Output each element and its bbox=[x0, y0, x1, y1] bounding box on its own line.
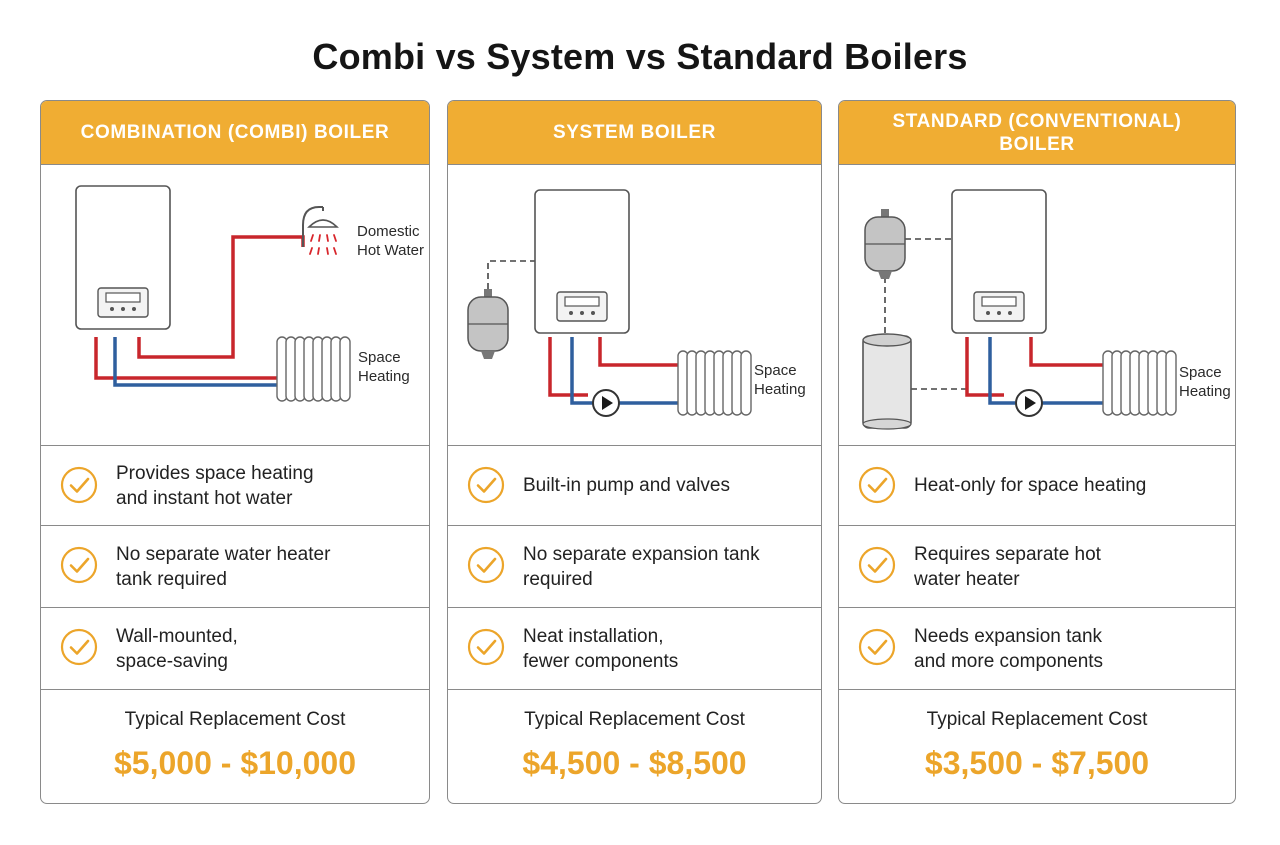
cost-value: $4,500 - $8,500 bbox=[522, 745, 747, 781]
system-diagram: Space Heating bbox=[448, 165, 821, 446]
cost-value: $3,500 - $7,500 bbox=[924, 745, 1150, 781]
pump-icon bbox=[592, 389, 620, 417]
feature-text: Provides space heating and instant hot w… bbox=[116, 462, 314, 509]
expansion-tank-icon bbox=[864, 208, 906, 280]
system-boiler-card: SYSTEM BOILER Space Heating Built-in pum… bbox=[447, 100, 822, 804]
space-heating-label: Space Heating bbox=[358, 349, 410, 385]
feature-text: Requires separate hot water heater bbox=[914, 543, 1101, 590]
card-header: STANDARD (CONVENTIONAL) BOILER bbox=[839, 101, 1235, 165]
domestic-hot-water-label: Domestic Hot Water bbox=[357, 223, 424, 259]
check-icon bbox=[858, 628, 896, 666]
feature-item: Heat-only for space heating bbox=[839, 446, 1235, 526]
check-icon bbox=[60, 628, 98, 666]
cost-label: Typical Replacement Cost bbox=[524, 709, 745, 730]
feature-item: No separate expansion tank required bbox=[448, 526, 821, 608]
card-header-title: STANDARD (CONVENTIONAL) BOILER bbox=[892, 110, 1182, 155]
page-title: Combi vs System vs Standard Boilers bbox=[312, 36, 968, 77]
feature-text: Built-in pump and valves bbox=[523, 475, 730, 496]
expansion-tank-icon bbox=[467, 288, 509, 360]
check-icon bbox=[467, 546, 505, 584]
feature-item: Built-in pump and valves bbox=[448, 446, 821, 526]
feature-text: Neat installation, fewer components bbox=[523, 625, 679, 672]
space-heating-label: Space Heating bbox=[1179, 364, 1231, 400]
check-icon bbox=[858, 466, 896, 504]
feature-item: Needs expansion tank and more components bbox=[839, 608, 1235, 690]
radiator-icon bbox=[1102, 350, 1177, 416]
shower-icon bbox=[302, 206, 339, 255]
card-header: SYSTEM BOILER bbox=[448, 101, 821, 165]
boiler-icon bbox=[951, 189, 1047, 334]
feature-item: Requires separate hot water heater bbox=[839, 526, 1235, 608]
check-icon bbox=[60, 546, 98, 584]
feature-text: Heat-only for space heating bbox=[914, 475, 1147, 496]
boiler-icon bbox=[75, 185, 171, 330]
feature-text: Wall-mounted, space-saving bbox=[116, 625, 238, 672]
card-header-title: SYSTEM BOILER bbox=[553, 122, 716, 143]
feature-text: Needs expansion tank and more components bbox=[914, 625, 1104, 672]
pump-icon bbox=[1015, 389, 1043, 417]
check-icon bbox=[467, 628, 505, 666]
standard-boiler-card: STANDARD (CONVENTIONAL) BOILER Space Hea… bbox=[838, 100, 1236, 804]
feature-item: Neat installation, fewer components bbox=[448, 608, 821, 690]
boiler-icon bbox=[534, 189, 630, 334]
cost-label: Typical Replacement Cost bbox=[124, 709, 346, 730]
card-header: COMBINATION (COMBI) BOILER bbox=[41, 101, 429, 165]
standard-diagram: Space Heating bbox=[839, 165, 1235, 446]
card-header-title: COMBINATION (COMBI) BOILER bbox=[80, 122, 390, 143]
feature-item: Wall-mounted, space-saving bbox=[41, 608, 429, 690]
combi-diagram: Domestic Hot Water Space Heating bbox=[41, 165, 429, 446]
combi-boiler-card: COMBINATION (COMBI) BOILER D bbox=[40, 100, 430, 804]
feature-item: No separate water heater tank required bbox=[41, 526, 429, 608]
space-heating-label: Space Heating bbox=[754, 362, 806, 398]
hot-water-cylinder-icon bbox=[862, 333, 912, 430]
radiator-icon bbox=[276, 336, 351, 402]
cost-label: Typical Replacement Cost bbox=[926, 709, 1148, 730]
cost-value: $5,000 - $10,000 bbox=[114, 745, 356, 781]
radiator-icon bbox=[677, 350, 752, 416]
check-icon bbox=[467, 466, 505, 504]
feature-item: Provides space heating and instant hot w… bbox=[41, 446, 429, 526]
check-icon bbox=[858, 546, 896, 584]
check-icon bbox=[60, 466, 98, 504]
feature-text: No separate water heater tank required bbox=[116, 543, 331, 590]
feature-text: No separate expansion tank required bbox=[523, 543, 760, 590]
